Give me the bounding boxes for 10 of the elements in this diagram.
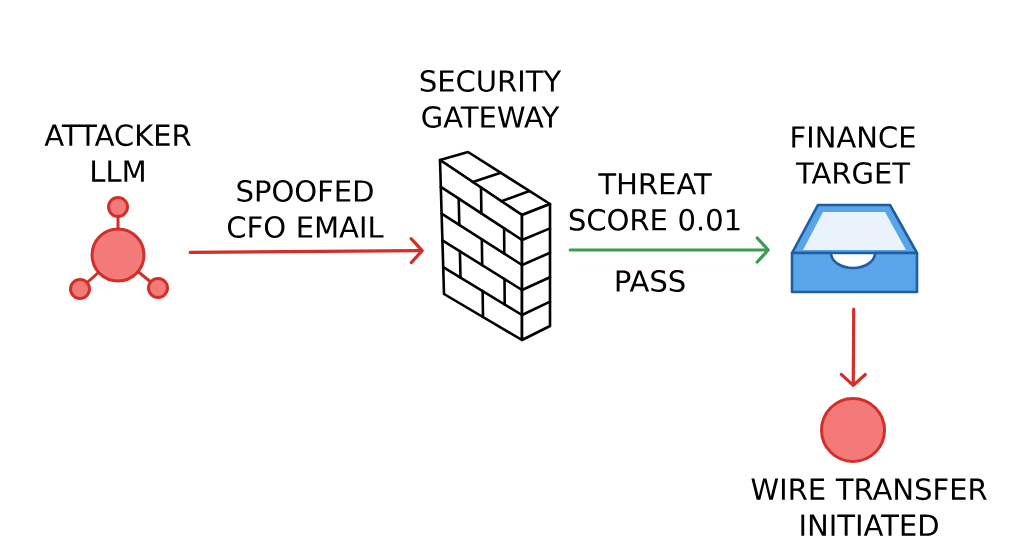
node-label: SECURITY GATEWAY	[420, 70, 562, 128]
edge-label: SPOOFED CFO EMAIL	[228, 180, 384, 238]
arrow	[839, 307, 867, 387]
arrow	[188, 237, 424, 265]
edge-label: THREAT SCORE 0.01	[569, 173, 740, 231]
node-label: WIRE TRANSFER INITIATED	[751, 478, 987, 536]
status-label: PASS	[616, 270, 685, 292]
node-label: FINANCE TARGET	[792, 126, 915, 184]
node-label: ATTACKER LLM	[44, 124, 191, 182]
arrow	[568, 236, 770, 264]
